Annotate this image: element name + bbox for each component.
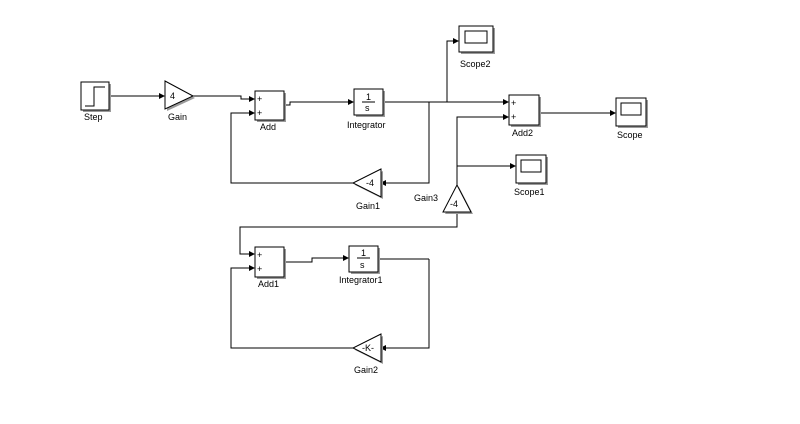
add2-port1: + [511,98,516,108]
add1-label: Add1 [258,279,279,289]
gain-value: 4 [170,91,175,101]
integrator1-label: Integrator1 [339,275,383,285]
scope-block[interactable] [615,97,648,128]
scope2-screen-icon [464,30,488,44]
gain1-value: -4 [366,178,374,188]
gain1-label: Gain1 [356,201,380,211]
gain3-label: Gain3 [414,193,438,203]
step-block[interactable] [80,81,111,112]
wire-gain3-add2 [456,116,503,185]
add1-port1: + [257,250,262,260]
scope-screen-icon [620,102,642,116]
gain1-block[interactable]: -4 [351,168,383,199]
gain3-block[interactable]: -4 [442,183,473,214]
add1-port2: + [257,264,262,274]
wire-gain3-add1 [239,212,458,255]
scope1-label: Scope1 [514,187,545,197]
wire-gain2-add1 [230,267,353,349]
step-label: Step [84,112,103,122]
scope1-screen-icon [520,159,542,173]
add-port2: + [257,108,262,118]
wire-branch-scope2 [446,40,453,102]
integrator1-den: s [360,260,365,270]
gain-block[interactable]: 4 [164,80,195,111]
integrator-den: s [365,103,370,113]
add-port1: + [257,94,262,104]
wire-add1-integrator1 [284,257,344,263]
gain2-value: -K- [362,343,374,353]
scope2-label: Scope2 [460,59,491,69]
integrator-num: 1 [366,92,371,102]
gain3-value: -4 [450,199,458,209]
add2-label: Add2 [512,128,533,138]
add-block[interactable]: + + [254,90,286,122]
add1-block[interactable]: + + [254,246,286,279]
add2-block[interactable]: + + [508,94,541,127]
integrator1-block[interactable]: 1 s [348,245,380,274]
wire-gain1-add [230,112,353,184]
gain-label: Gain [168,112,187,122]
scope1-block[interactable] [515,154,548,185]
integrator-block[interactable]: 1 s [353,88,385,117]
wire-branch-gain1 [385,102,430,184]
step-icon [85,86,105,107]
add2-port2: + [511,112,516,122]
wire-integrator1-gain2 [385,259,430,349]
scope-label: Scope [617,130,643,140]
gain2-block[interactable]: -K- [351,333,383,364]
add-label: Add [260,122,276,132]
scope2-block[interactable] [458,25,495,54]
integrator1-num: 1 [361,248,366,258]
wire-add-integrator [284,101,349,106]
wire-gain-add [193,95,250,100]
integrator-label: Integrator [347,120,386,130]
gain2-label: Gain2 [354,365,378,375]
